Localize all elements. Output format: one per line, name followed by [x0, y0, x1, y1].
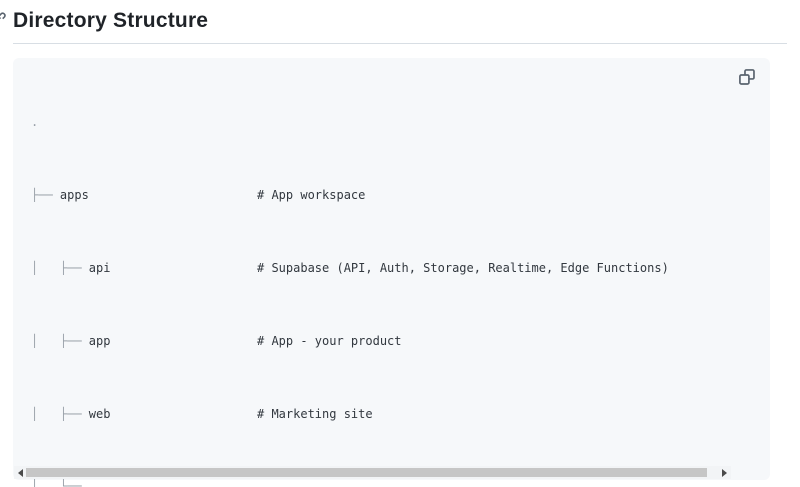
directory-tree: . ├── apps # App workspace │ ├── api # Sup…: [31, 77, 669, 487]
code-block: . ├── apps # App workspace │ ├── api # Sup…: [13, 58, 770, 487]
tree-prefix: │ └──: [31, 479, 89, 487]
scroll-left-button[interactable]: [14, 466, 27, 479]
tree-prefix: ├──: [31, 188, 60, 203]
tree-row: │ └── ...: [31, 477, 161, 487]
scroll-right-button[interactable]: [718, 466, 731, 479]
page-title: Directory Structure: [13, 9, 209, 32]
line-comment: # Supabase (API, Auth, Storage, Realtime…: [257, 261, 669, 275]
file-name: api: [88, 261, 111, 275]
line-comment: # App workspace: [257, 188, 366, 203]
file-name: web: [88, 406, 111, 421]
tree-row: │ ├── app # App - your product: [31, 332, 402, 350]
section-header: Directory Structure: [0, 0, 787, 44]
tree-row: │ ├── web # Marketing site: [31, 405, 373, 423]
triangle-right-icon: [722, 468, 727, 477]
tree-prefix: │ ├──: [31, 261, 89, 275]
file-name: ...: [88, 479, 111, 487]
tree-prefix: │ ├──: [31, 406, 89, 421]
copy-icon: [739, 69, 755, 85]
copy-button[interactable]: [736, 65, 760, 89]
tree-prefix: .: [31, 115, 39, 130]
file-name: app: [88, 333, 111, 348]
tree-row: ├── apps # App workspace: [31, 186, 365, 204]
line-comment: # App - your product: [257, 333, 402, 348]
anchor-link-icon[interactable]: [0, 11, 7, 27]
file-name: apps: [59, 188, 89, 203]
scrollbar-thumb[interactable]: [26, 468, 707, 477]
horizontal-scrollbar[interactable]: [14, 466, 731, 479]
tree-row: .: [31, 113, 161, 131]
line-comment: # Marketing site: [257, 406, 373, 421]
triangle-left-icon: [18, 468, 23, 477]
tree-prefix: │ ├──: [31, 333, 89, 348]
tree-row: │ ├── api # Supabase (API, Auth, Storage,…: [31, 259, 669, 277]
